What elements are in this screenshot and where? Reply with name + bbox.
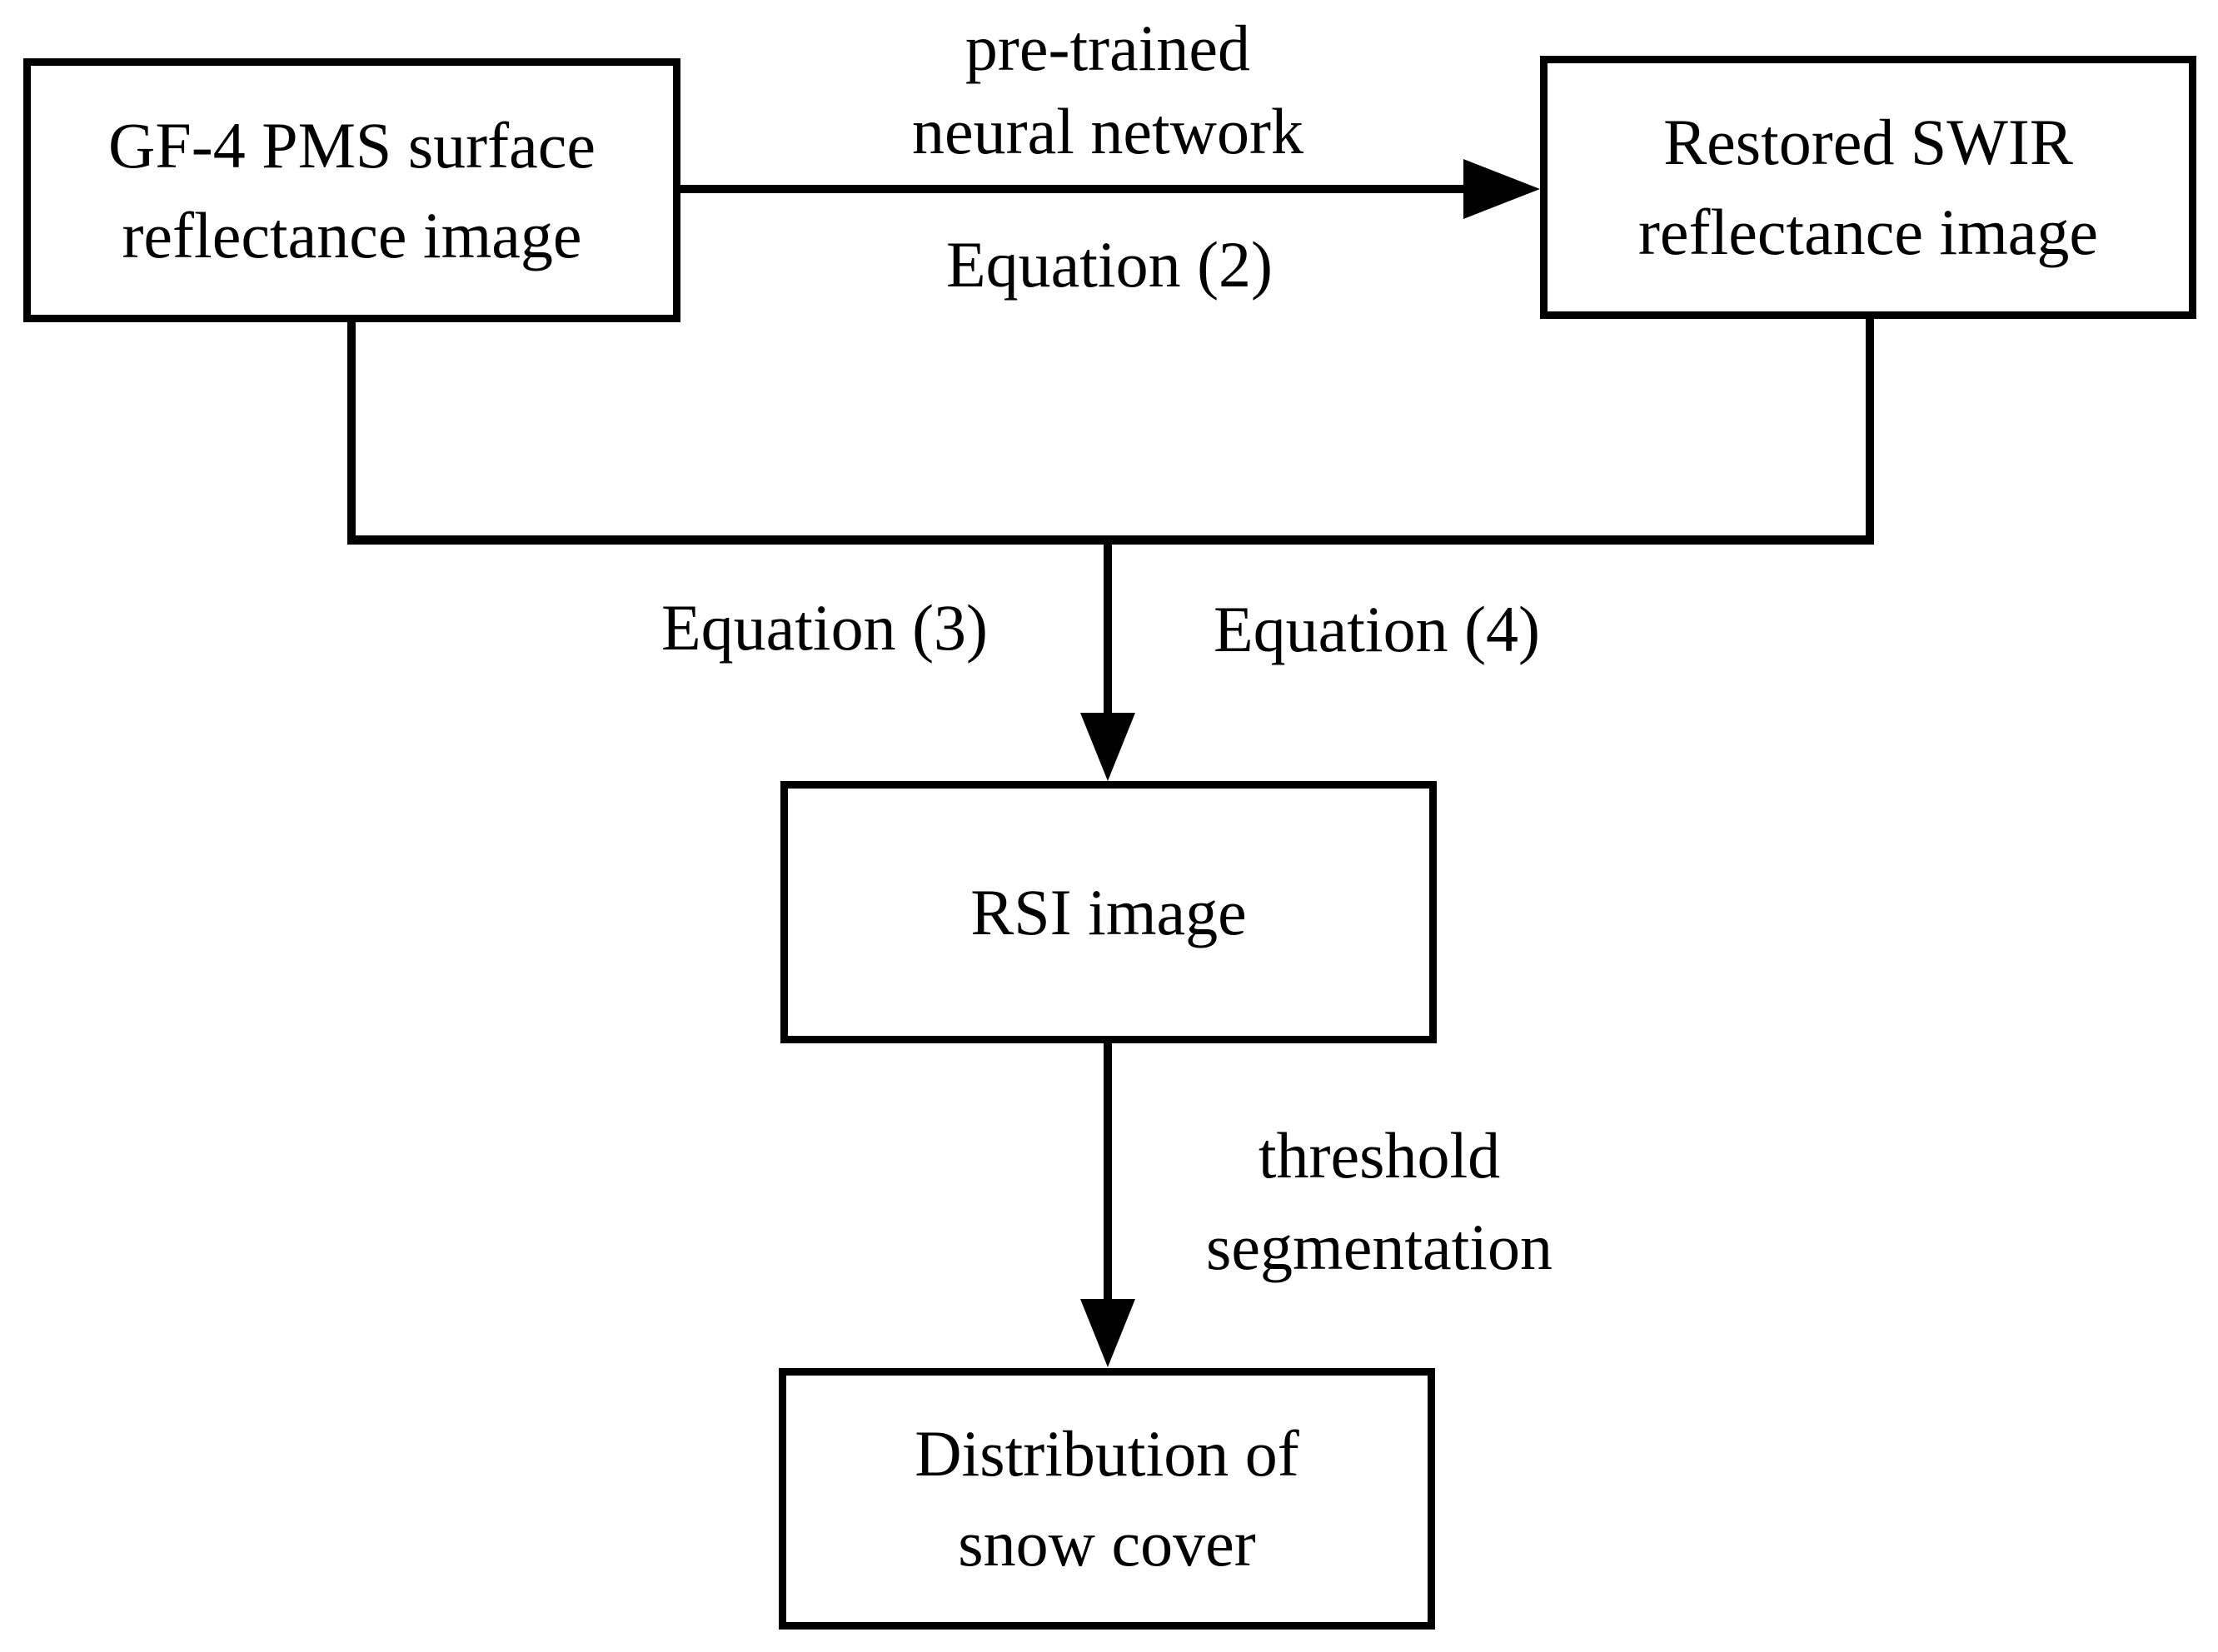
node-label-line: Distribution of bbox=[915, 1417, 1299, 1490]
connector-source-down-line bbox=[347, 319, 356, 545]
node-snow-cover-distribution: Distribution of snow cover bbox=[779, 1368, 1435, 1630]
node-rsi-image: RSI image bbox=[780, 781, 1437, 1043]
node-label-line: reflectance image bbox=[1637, 196, 2099, 268]
arrow-rsi-to-distribution-shaft bbox=[1104, 1043, 1112, 1301]
arrow-down-head-icon bbox=[1080, 1299, 1135, 1367]
node-label-line: GF-4 PMS surface bbox=[108, 108, 596, 182]
node-gf4-pms-source-image: GF-4 PMS surface reflectance image bbox=[23, 58, 680, 322]
arrow-right-head-icon bbox=[1463, 159, 1540, 219]
arrow-to-rsi-shaft bbox=[1104, 540, 1112, 716]
edge-label-equation-4: Equation (4) bbox=[1213, 593, 1541, 665]
node-label-line: reflectance image bbox=[122, 198, 582, 271]
edge-label-equation-3: Equation (3) bbox=[660, 591, 989, 664]
edge-label-line: threshold bbox=[1258, 1119, 1501, 1192]
node-label-line: RSI image bbox=[970, 875, 1247, 948]
edge-label-equation-2: Equation (2) bbox=[945, 228, 1273, 301]
node-label-line: snow cover bbox=[958, 1507, 1256, 1580]
edge-label-line: segmentation bbox=[1206, 1211, 1553, 1283]
connector-restored-down-line bbox=[1866, 316, 1874, 545]
arrow-down-head-icon bbox=[1080, 713, 1135, 781]
arrow-source-to-restored-shaft bbox=[680, 185, 1468, 193]
edge-label-line: neural network bbox=[912, 95, 1303, 167]
edge-label-pretrained-neural-network: pre-trained neural network bbox=[912, 7, 1303, 173]
node-label-line: Restored SWIR bbox=[1663, 106, 2073, 178]
edge-label-threshold-segmentation: threshold segmentation bbox=[1206, 1110, 1553, 1293]
edge-label-line: pre-trained bbox=[964, 12, 1251, 84]
node-restored-swir-image: Restored SWIR reflectance image bbox=[1540, 56, 2196, 319]
